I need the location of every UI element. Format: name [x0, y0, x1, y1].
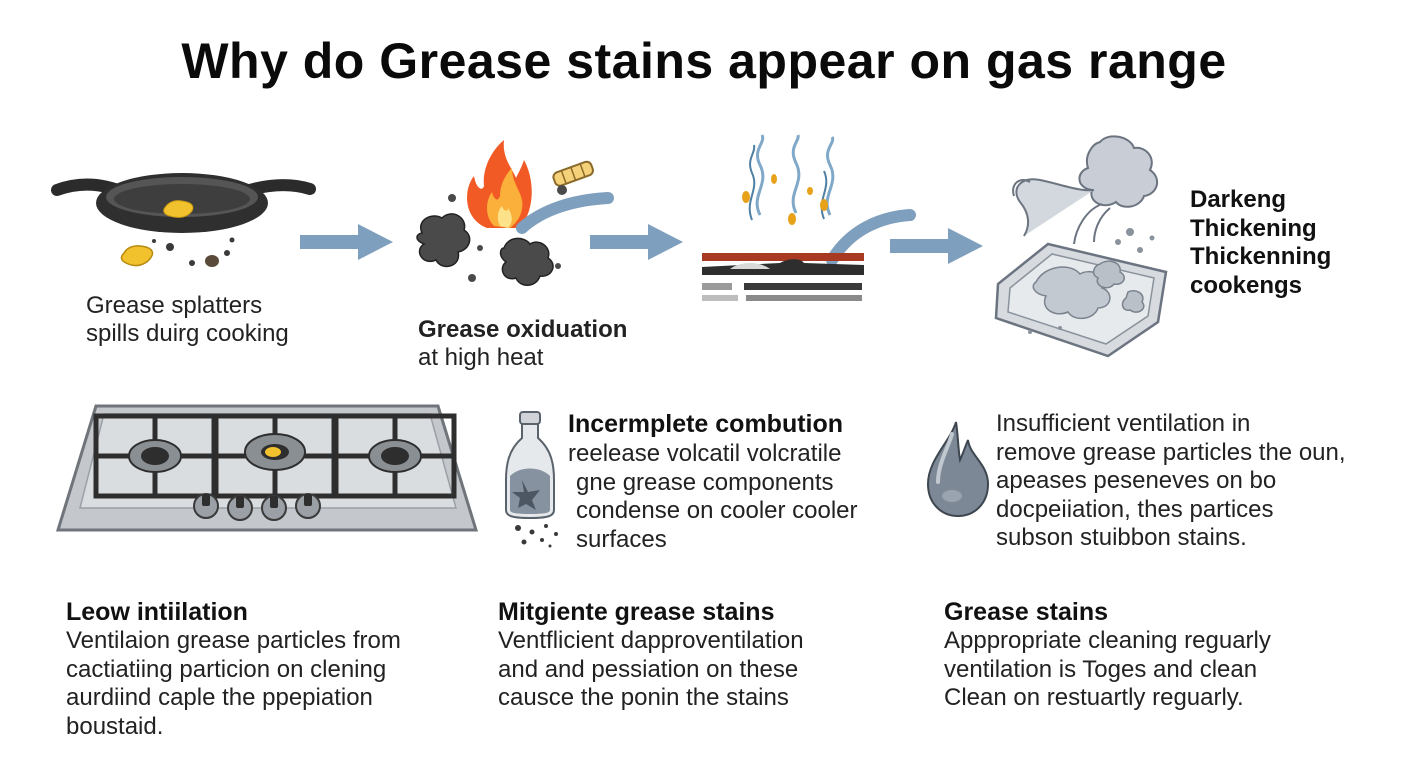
bottom-col-3-line-1: Apppropriate cleaning reguarly: [944, 627, 1271, 654]
step1-line-2: spills duirg cooking: [86, 320, 289, 347]
bottom-col-1: Leow intiilation Ventilaion grease parti…: [66, 598, 401, 741]
bottom-col-1-line-2: cactiatiing particion on clening: [66, 655, 387, 683]
bottom-col-1-line-4: boustaid.: [66, 712, 164, 740]
arrow-right-icon: [590, 224, 683, 260]
combustion-line-3: condense on cooler cooler: [576, 497, 858, 524]
bottom-col-3-text: Apppropriate cleaning reguarly ventilati…: [944, 627, 1271, 713]
step4-line-2: Thickening: [1190, 214, 1317, 242]
step2-heading: Grease oxiduation: [418, 316, 628, 343]
bottom-col-2-text: Ventflicient dapproventilation and and p…: [498, 627, 804, 713]
frying-pan-icon: [51, 173, 316, 267]
step4-line-1: Darkeng: [1190, 186, 1287, 213]
bottom-col-2-line-2: and and pessiation on these: [498, 655, 799, 683]
step1-line-1: Grease splatters: [86, 292, 263, 319]
gas-stove-icon: [55, 404, 479, 532]
step2-subline: at high heat: [418, 344, 544, 371]
combustion-text: reelease volcatil volcratile gne grease …: [568, 440, 858, 554]
step4-line-4: cookengs: [1190, 271, 1303, 299]
ventilation-line-1: Insufficient ventilation in: [996, 410, 1251, 437]
ventilation-line-3: apeases peseneves on bo: [996, 467, 1277, 494]
bottom-col-3-line-2: ventilation is Toges and clean: [944, 655, 1258, 683]
step2-caption: Grease oxiduation at high heat: [418, 316, 627, 372]
bottom-col-3: Grease stains Apppropriate cleaning regu…: [944, 598, 1271, 713]
bottom-col-2-line-3: causce the ponin the stains: [498, 684, 789, 711]
combustion-block: Incermplete combution: [568, 410, 843, 439]
ventilation-line-5: subson stuibbon stains.: [996, 524, 1247, 551]
ventilation-text: Insufficient ventilation in remove greas…: [996, 410, 1346, 553]
drop-icon: [926, 421, 990, 518]
bottom-col-2: Mitgiente grease stains Ventflicient dap…: [498, 598, 804, 713]
arrow-right-icon: [890, 228, 983, 264]
flame-icon: [416, 140, 614, 286]
arrow-right-icon: [300, 224, 393, 260]
bottom-col-2-heading: Mitgiente grease stains: [498, 598, 775, 626]
bottom-col-1-text: Ventilaion grease particles from cactiat…: [66, 627, 401, 741]
ventilation-line-2: remove grease particles the oun,: [996, 438, 1346, 466]
step1-caption: Grease splatters spills duirg cooking: [86, 292, 289, 348]
combustion-heading: Incermplete combution: [568, 410, 844, 438]
step4-caption: Darkeng Thickening Thickenning cookengs: [1190, 186, 1331, 300]
bottom-col-3-heading: Grease stains: [944, 598, 1108, 626]
bottom-col-1-line-3: aurdiind caple the ppepiation: [66, 684, 373, 711]
bottom-col-3-line-3: Clean on restuartly reguarly.: [944, 684, 1244, 711]
step4-line-3: Thickenning: [1190, 243, 1332, 270]
bottom-col-1-heading: Leow intiilation: [66, 598, 248, 626]
bottom-col-2-line-1: Ventflicient dapproventilation: [498, 627, 804, 654]
bottle-icon: [505, 411, 558, 548]
page-title: Why do Grease stains appear on gas range: [181, 33, 1227, 89]
ventilation-line-4: docpeiiation, thes partices: [996, 495, 1274, 523]
heated-surface-icon: [702, 134, 916, 301]
combustion-line-2: gne grease components: [576, 468, 834, 496]
grease-buildup-icon: [994, 135, 1168, 358]
combustion-line-4: surfaces: [576, 525, 667, 553]
combustion-line-1: reelease volcatil volcratile: [568, 440, 842, 467]
bottom-col-1-line-1: Ventilaion grease particles from: [66, 627, 401, 654]
